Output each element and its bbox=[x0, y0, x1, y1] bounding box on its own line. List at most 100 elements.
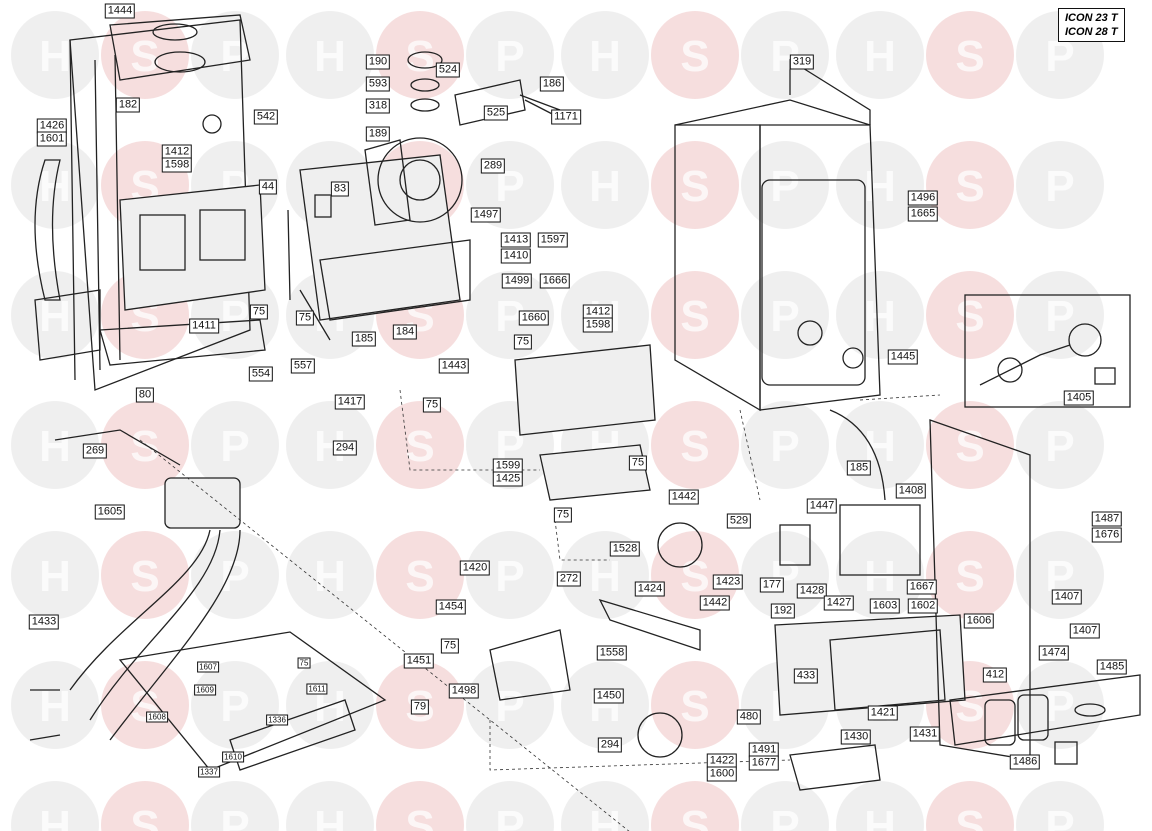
watermark-letter: H bbox=[39, 422, 71, 471]
watermark-letter: S bbox=[405, 802, 434, 831]
watermark-letter: H bbox=[314, 32, 346, 81]
part-number-label: 1496 bbox=[907, 190, 939, 206]
watermark-disc bbox=[1016, 401, 1104, 489]
watermark-letter: P bbox=[1045, 802, 1074, 831]
watermark-disc bbox=[191, 11, 279, 99]
part-number-label: 1411 bbox=[189, 318, 219, 334]
part-number-label: 272 bbox=[556, 571, 582, 587]
watermark-letter: S bbox=[130, 32, 159, 81]
watermark-disc bbox=[11, 401, 99, 489]
watermark-letter: P bbox=[1045, 422, 1074, 471]
watermark-disc bbox=[101, 531, 189, 619]
part-number-label: 1597 bbox=[537, 232, 569, 248]
part-number-label: 1425 bbox=[492, 471, 524, 487]
watermark-disc bbox=[1016, 141, 1104, 229]
watermark-letter: P bbox=[495, 682, 524, 731]
watermark-disc bbox=[376, 531, 464, 619]
watermark-letter: H bbox=[864, 552, 896, 601]
watermark-disc bbox=[376, 781, 464, 831]
model-name-line2: ICON 28 T bbox=[1065, 26, 1118, 38]
part-number-label: 1602 bbox=[907, 598, 939, 614]
watermark-disc bbox=[561, 781, 649, 831]
watermark-disc bbox=[286, 401, 374, 489]
watermark-letter: S bbox=[955, 422, 984, 471]
watermark-disc bbox=[1016, 271, 1104, 359]
part-number-label: 1601 bbox=[36, 131, 68, 147]
part-number-label: 1407 bbox=[1051, 589, 1083, 605]
part-number-label: 1600 bbox=[706, 766, 738, 782]
part-number-label: 1407 bbox=[1069, 623, 1101, 639]
watermark-letter: P bbox=[770, 552, 799, 601]
watermark-disc bbox=[466, 781, 554, 831]
lower-inset-outline bbox=[118, 631, 387, 771]
part-number-label: 529 bbox=[726, 513, 752, 529]
part-number-label: 1558 bbox=[596, 645, 628, 661]
part-number-label: 318 bbox=[365, 98, 391, 114]
inset-box-outline bbox=[964, 294, 1131, 408]
watermark-letter: S bbox=[955, 292, 984, 341]
part-number-label: 1421 bbox=[867, 705, 899, 721]
part-number-label: 1667 bbox=[906, 579, 938, 595]
part-number-label: 1611 bbox=[306, 683, 328, 695]
part-number-label: 1444 bbox=[104, 3, 136, 19]
part-number-label: 1171 bbox=[551, 109, 581, 125]
part-number-label: 177 bbox=[759, 577, 785, 593]
part-number-label: 1445 bbox=[887, 349, 919, 365]
watermark-letter: H bbox=[589, 802, 621, 831]
part-number-label: 1454 bbox=[435, 599, 467, 615]
watermark-disc bbox=[651, 11, 739, 99]
part-number-label: 1491 bbox=[748, 742, 780, 758]
watermark-disc bbox=[926, 781, 1014, 831]
part-number-label: 75 bbox=[628, 455, 648, 471]
watermark-letter: P bbox=[495, 552, 524, 601]
watermark-disc bbox=[651, 781, 739, 831]
watermark-letter: S bbox=[955, 802, 984, 831]
watermark-disc bbox=[191, 401, 279, 489]
watermark-letter: H bbox=[864, 32, 896, 81]
watermark-letter: H bbox=[314, 802, 346, 831]
part-number-label: 1608 bbox=[146, 711, 168, 723]
watermark-letter: P bbox=[220, 292, 249, 341]
watermark-disc bbox=[101, 661, 189, 749]
watermark-letter: P bbox=[220, 32, 249, 81]
part-number-label: 1336 bbox=[266, 714, 288, 726]
watermark-disc bbox=[561, 661, 649, 749]
model-name-line1: ICON 23 T bbox=[1065, 12, 1118, 24]
part-number-label: 557 bbox=[290, 358, 316, 374]
part-number-label: 83 bbox=[330, 181, 350, 197]
part-number-label: 1603 bbox=[869, 598, 901, 614]
casing-panel-drawing bbox=[674, 58, 881, 412]
watermark-letter: P bbox=[220, 422, 249, 471]
inset-valve-drawing bbox=[979, 323, 1116, 386]
part-number-label: 1665 bbox=[907, 206, 939, 222]
watermark-disc bbox=[376, 401, 464, 489]
watermark-letter: S bbox=[130, 682, 159, 731]
part-number-label: 1427 bbox=[823, 595, 855, 611]
watermark-letter: P bbox=[1045, 292, 1074, 341]
part-number-label: 1605 bbox=[94, 504, 126, 520]
part-number-label: 269 bbox=[82, 443, 108, 459]
control-panel-drawing bbox=[774, 419, 1141, 791]
part-number-label: 1430 bbox=[840, 729, 872, 745]
watermark-disc bbox=[286, 531, 374, 619]
part-number-label: 412 bbox=[982, 667, 1008, 683]
watermark-letter: P bbox=[1045, 682, 1074, 731]
watermark-disc bbox=[286, 11, 374, 99]
part-number-label: 319 bbox=[789, 54, 815, 70]
part-number-label: 75 bbox=[440, 638, 460, 654]
watermark-disc bbox=[651, 661, 739, 749]
watermark-letter: S bbox=[680, 32, 709, 81]
watermark-letter: H bbox=[589, 162, 621, 211]
part-number-label: 1405 bbox=[1063, 390, 1095, 406]
watermark-letter: S bbox=[955, 162, 984, 211]
watermark-letter: S bbox=[130, 802, 159, 831]
part-number-label: 554 bbox=[248, 366, 274, 382]
watermark-letter: P bbox=[770, 162, 799, 211]
watermark-disc bbox=[466, 531, 554, 619]
watermark-disc bbox=[101, 781, 189, 831]
watermark-letter: H bbox=[314, 552, 346, 601]
part-number-label: 480 bbox=[736, 709, 762, 725]
part-number-label: 75 bbox=[295, 310, 315, 326]
part-number-label: 79 bbox=[410, 699, 430, 715]
watermark-disc bbox=[926, 271, 1014, 359]
